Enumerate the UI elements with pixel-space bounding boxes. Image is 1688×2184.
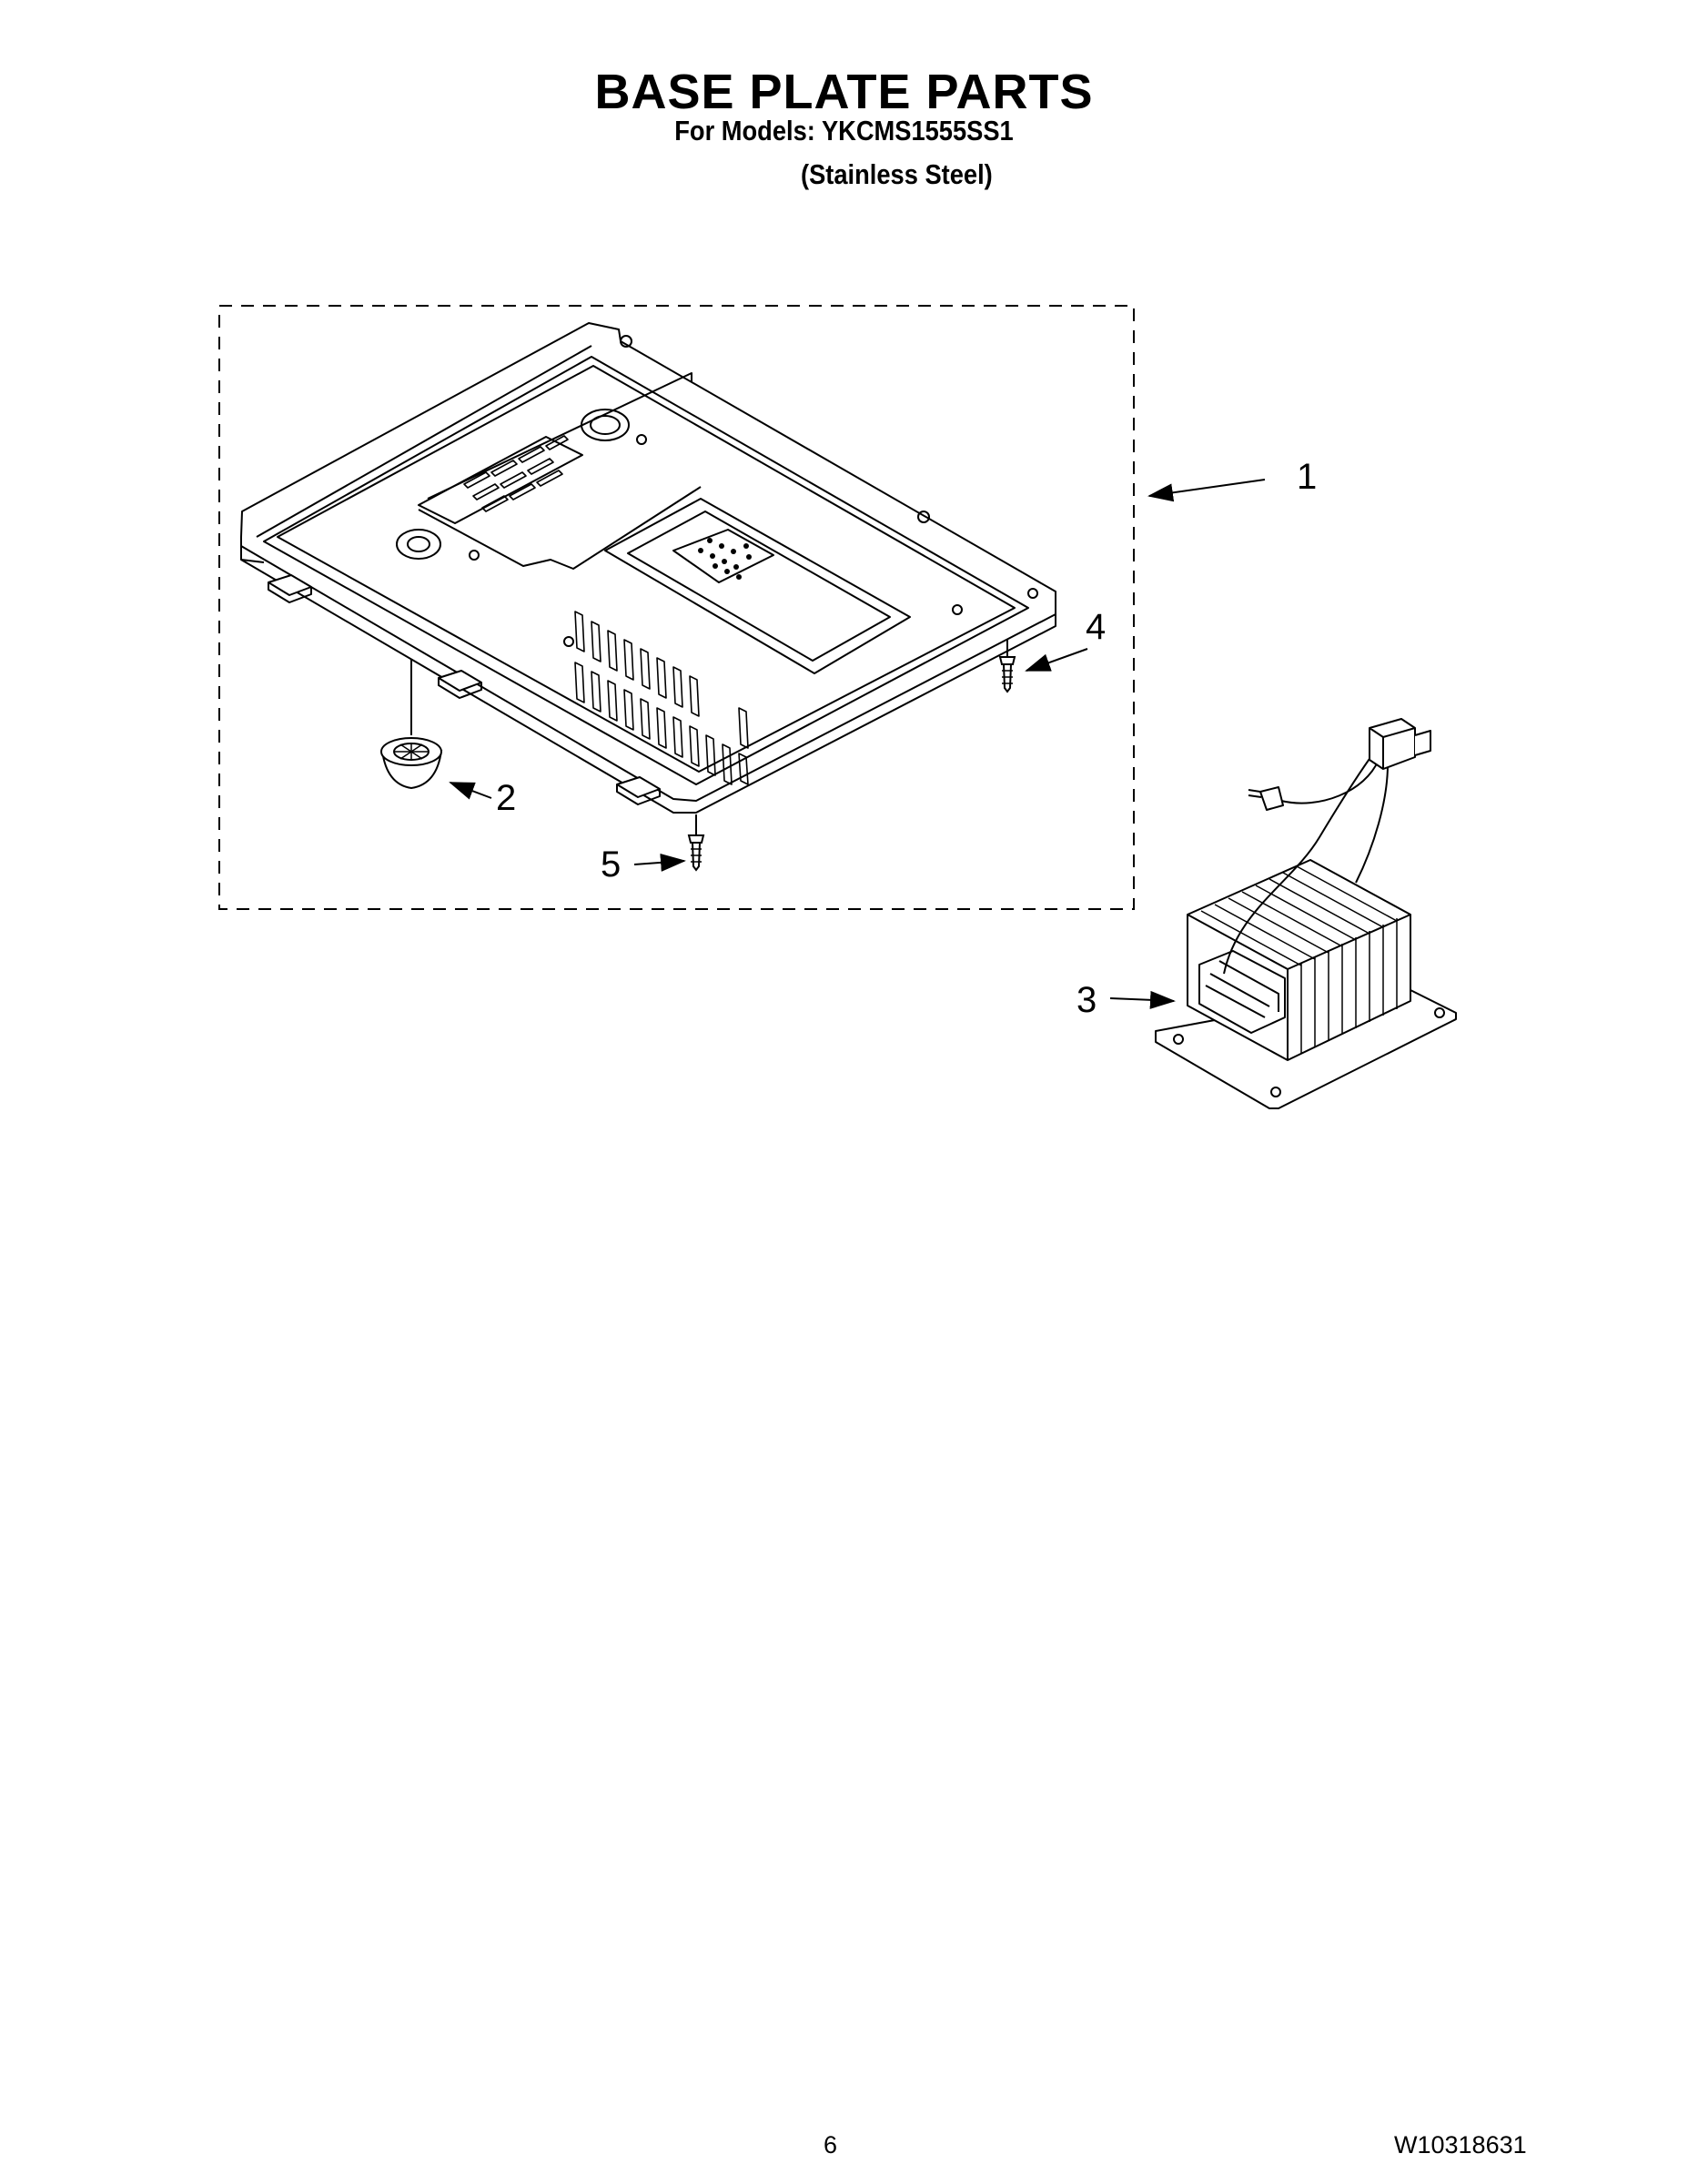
base-plate: [240, 322, 1056, 814]
finish-line: (Stainless Steel): [801, 158, 993, 190]
callout-3: 3: [1076, 980, 1097, 1020]
page-title: BASE PLATE PARTS: [594, 65, 1094, 119]
callout-arrows: [449, 479, 1266, 1009]
models-line: For Models: YKCMS1555SS1: [674, 115, 1014, 147]
assembly-boundary: [218, 305, 1135, 910]
callout-2: 2: [496, 778, 516, 818]
callout-1: 1: [1297, 457, 1317, 497]
callout-5: 5: [601, 844, 621, 885]
foot-part: [380, 659, 443, 790]
screw-part-right: [998, 639, 1016, 693]
document-number: W10318631: [1394, 2131, 1527, 2159]
transformer-part: [1155, 718, 1457, 1109]
page-number: 6: [824, 2131, 838, 2159]
callout-4: 4: [1086, 607, 1106, 647]
screw-part-front: [687, 814, 705, 872]
